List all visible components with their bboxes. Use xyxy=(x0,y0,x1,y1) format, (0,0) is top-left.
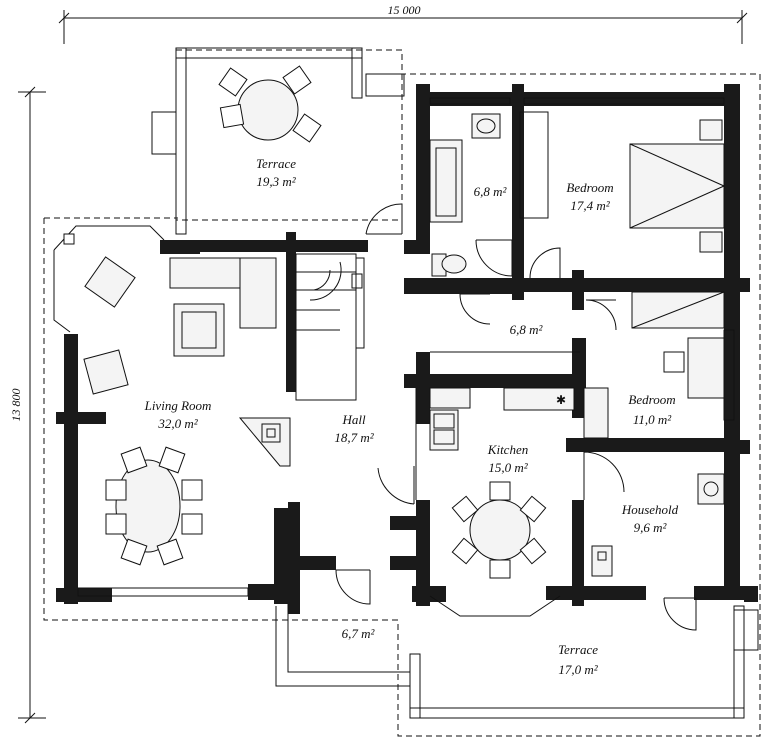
partitions xyxy=(53,97,735,617)
terrace-bottom-name: Terrace xyxy=(558,642,598,657)
kitchen-area: 15,0 m² xyxy=(488,460,528,475)
kitchen-furniture: ✱ xyxy=(429,387,575,579)
household-name: Household xyxy=(621,502,679,517)
living-room-furniture xyxy=(63,233,291,566)
bedroom-top-name: Bedroom xyxy=(566,180,613,195)
terrace-bottom-area: 17,0 m² xyxy=(558,662,598,677)
dimension-lines xyxy=(18,10,748,724)
household-appliances xyxy=(591,473,725,577)
height-dimension: 13 800 xyxy=(9,389,23,422)
terrace-top-name: Terrace xyxy=(256,156,296,171)
bedroom-mid-area: 11,0 m² xyxy=(633,412,672,427)
porch-area: 6,7 m² xyxy=(342,626,376,641)
bedroom-mid-name: Bedroom xyxy=(628,392,675,407)
household-area: 9,6 m² xyxy=(634,520,668,535)
terrace-bottom-railing xyxy=(275,604,759,719)
roof-outline xyxy=(43,49,761,737)
bath-area: 6,8 m² xyxy=(474,184,508,199)
bedroom-top-bed xyxy=(629,119,725,253)
living-room-area: 32,0 m² xyxy=(157,416,198,431)
bedroom-top-area: 17,4 m² xyxy=(570,198,610,213)
kitchen-name: Kitchen xyxy=(487,442,528,457)
corridor-area: 6,8 m² xyxy=(510,322,544,337)
doors xyxy=(335,203,697,631)
kitchen-stove-icon: ✱ xyxy=(556,393,566,407)
hall-name: Hall xyxy=(341,412,366,427)
hall-area: 18,7 m² xyxy=(334,430,374,445)
living-room-name: Living Room xyxy=(144,398,212,413)
staircase xyxy=(295,253,365,401)
walls xyxy=(56,84,758,614)
terrace-top-area: 19,3 m² xyxy=(256,174,296,189)
terrace-top-railing xyxy=(151,47,405,235)
room-labels: Terrace 19,3 m² 6,8 m² Bedroom 17,4 m² 6… xyxy=(144,156,679,677)
bathroom-fixtures xyxy=(429,111,549,277)
terrace-top-table xyxy=(218,65,322,143)
bedroom-mid-furniture xyxy=(583,291,725,439)
width-dimension: 15 000 xyxy=(388,3,421,17)
